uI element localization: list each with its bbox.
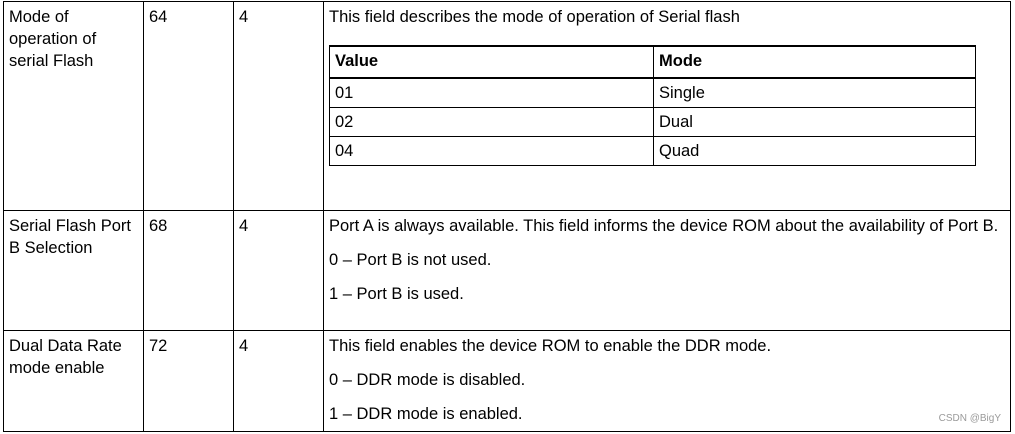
description-cell: This field enables the device ROM to ena… <box>323 330 1011 432</box>
offset-cell: 68 <box>143 210 234 332</box>
field-name-cell: Mode of operation of serial Flash <box>3 0 144 212</box>
field-name: Dual Data Rate mode enable <box>9 337 122 378</box>
mode-label: Quad <box>653 136 976 166</box>
size-cell: 4 <box>233 0 324 212</box>
offset-cell: 64 <box>143 0 234 212</box>
parameter-table: Mode of operation of serial Flash 64 4 T… <box>3 0 1011 432</box>
description-option: 0 – DDR mode is disabled. <box>329 371 526 390</box>
description-cell: Port A is always available. This field i… <box>323 210 1011 332</box>
table-row: Serial Flash Port B Selection 68 4 Port … <box>3 210 1011 332</box>
mode-table-header: Value Mode <box>329 45 976 79</box>
mode-value: 02 <box>329 107 654 137</box>
size-value: 4 <box>239 337 249 356</box>
description-text: This field enables the device ROM to ena… <box>329 337 772 356</box>
description-text: Port A is always available. This field i… <box>329 217 999 236</box>
size-cell: 4 <box>233 210 324 332</box>
mode-value: 04 <box>329 136 654 166</box>
mode-label: Dual <box>653 107 976 137</box>
mode-label: Single <box>653 77 976 108</box>
size-value: 4 <box>239 217 249 236</box>
mode-value: 01 <box>329 77 654 108</box>
field-name: Serial Flash Port B Selection <box>9 217 131 258</box>
watermark: CSDN @BigY <box>938 413 1001 424</box>
description-cell: This field describes the mode of operati… <box>323 0 1011 212</box>
mode-column-header: Mode <box>653 45 976 79</box>
description-option: 1 – DDR mode is enabled. <box>329 405 523 424</box>
description-text: This field describes the mode of operati… <box>329 8 740 26</box>
table-row: Mode of operation of serial Flash 64 4 T… <box>3 0 1011 212</box>
table-row: Dual Data Rate mode enable 72 4 This fie… <box>3 330 1011 432</box>
offset-value: 68 <box>149 217 168 236</box>
field-name-cell: Dual Data Rate mode enable <box>3 330 144 432</box>
offset-value: 72 <box>149 337 168 356</box>
description-option: 1 – Port B is used. <box>329 285 464 304</box>
mode-table-row: 04 Quad <box>329 136 976 166</box>
mode-table-row: 02 Dual <box>329 107 976 137</box>
offset-value: 64 <box>149 8 168 26</box>
size-cell: 4 <box>233 330 324 432</box>
field-name: Mode of operation of serial Flash <box>9 8 97 70</box>
description-option: 0 – Port B is not used. <box>329 251 492 270</box>
field-name-cell: Serial Flash Port B Selection <box>3 210 144 332</box>
mode-table-row: 01 Single <box>329 77 976 108</box>
size-value: 4 <box>239 8 249 26</box>
mode-table: Value Mode 01 Single 02 Dual 04 <box>329 45 976 166</box>
value-column-header: Value <box>329 45 654 79</box>
offset-cell: 72 <box>143 330 234 432</box>
